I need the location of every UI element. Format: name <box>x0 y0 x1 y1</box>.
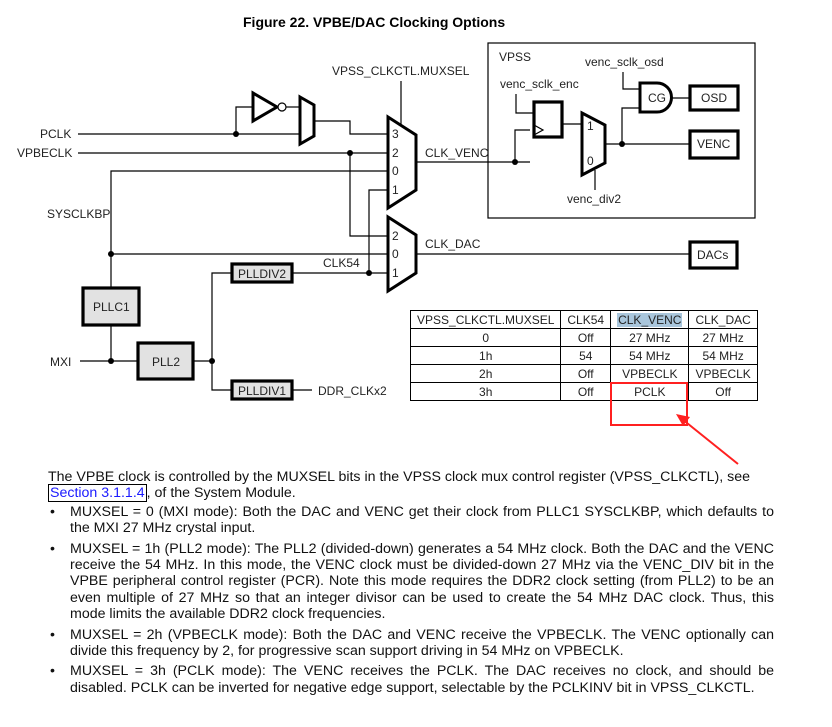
table-cell: Off <box>688 382 758 401</box>
description-text: The VPBE clock is controlled by the MUXS… <box>48 469 774 700</box>
dacs-block <box>688 240 739 270</box>
wire-pclk-mux-out <box>314 120 388 135</box>
vpss-boundary <box>487 42 756 219</box>
inverter-bubble <box>277 102 287 112</box>
pclk-invert-mux-icon <box>298 94 316 147</box>
wire-clk54-to-venc <box>368 189 388 273</box>
label-pclk: PCLK <box>40 127 71 141</box>
wire-inverter-in <box>235 106 253 134</box>
wire-ff-clk <box>514 129 530 162</box>
label-venc-sclk-osd: venc_sclk_osd <box>585 55 664 69</box>
plldiv2-block <box>230 262 294 284</box>
dac-mux-input-0: 0 <box>392 247 399 261</box>
junction-dot <box>366 270 372 276</box>
clocking-diagram: Figure 22. VPBE/DAC Clocking Options PCL… <box>17 14 756 401</box>
list-item: MUXSEL = 2h (VPBECLK mode): Both the DAC… <box>48 627 774 660</box>
pllc1-label: PLLC1 <box>93 300 130 314</box>
wire-sysclkbp <box>110 170 388 288</box>
label-ddr-clkx2: DDR_CLKx2 <box>318 384 387 398</box>
div2-mux-icon <box>580 110 607 178</box>
table-header: CLK_DAC <box>688 310 758 329</box>
intro-text-end: , of the System Module. <box>146 485 296 502</box>
clock-edge-icon <box>533 124 545 136</box>
cg-label: CG <box>648 91 666 105</box>
wire-venc-sclk-osd <box>622 72 640 90</box>
section-link[interactable]: Section 3.1.1.4 <box>48 484 147 503</box>
table-header: CLK54 <box>560 310 612 329</box>
inverter-icon <box>251 90 280 124</box>
dac-mux-icon <box>386 214 418 294</box>
pll2-label: PLL2 <box>152 355 180 369</box>
div2-mux-input-1: 1 <box>587 119 594 133</box>
table-cell: Off <box>560 364 612 383</box>
clock-gate-icon <box>638 81 673 114</box>
intro-paragraph: The VPBE clock is controlled by the MUXS… <box>48 469 774 503</box>
venc-mux-input-0: 0 <box>392 164 399 178</box>
list-item: MUXSEL = 1h (PLL2 mode): The PLL2 (divid… <box>48 541 774 623</box>
label-venc-sclk-enc: venc_sclk_enc <box>500 77 579 91</box>
muxsel-table: VPSS_CLKCTL.MUXSEL CLK54 CLK_VENC CLK_DA… <box>409 310 758 401</box>
wire-cg-clk <box>621 107 640 144</box>
dac-mux-input-1: 1 <box>392 266 399 280</box>
list-item: MUXSEL = 3h (PCLK mode): The VENC receiv… <box>48 663 774 696</box>
div2-mux-input-0: 0 <box>587 154 594 168</box>
table-cell: 0 <box>409 328 562 347</box>
label-vpbeclk: VPBECLK <box>17 146 72 160</box>
table-cell: 54 MHz <box>688 346 758 365</box>
table-cell: 3h <box>409 382 562 401</box>
table-row: 1h 54 54 MHz 54 MHz <box>409 346 758 365</box>
table-cell: 54 <box>560 346 612 365</box>
table-cell: Off <box>560 328 612 347</box>
figure-title: Figure 22. VPBE/DAC Clocking Options <box>243 14 505 30</box>
vpss-label: VPSS <box>499 50 531 64</box>
label-clk54: CLK54 <box>323 256 360 270</box>
intro-text: The VPBE clock is controlled by the MUXS… <box>48 469 751 485</box>
venc-mux-icon <box>386 114 418 211</box>
venc-mux-input-1: 1 <box>392 183 399 197</box>
table-cell: Off <box>560 382 612 401</box>
table-cell: 27 MHz <box>688 328 758 347</box>
table-cell: 54 MHz <box>610 346 690 365</box>
table-row: 2h Off VPBECLK VPBECLK <box>409 364 758 383</box>
table-row: 3h Off PCLK Off <box>409 382 758 401</box>
wire-pll2-branches <box>211 272 232 391</box>
label-sysclkbp: SYSCLKBP <box>47 207 110 221</box>
venc-block <box>688 129 740 160</box>
plldiv2-label: PLLDIV2 <box>238 267 286 281</box>
table-cell: 27 MHz <box>610 328 690 347</box>
osd-block <box>688 84 740 112</box>
flipflop-block <box>532 100 564 139</box>
pllc1-block <box>81 286 141 327</box>
wire-venc-sclk-enc <box>515 94 534 114</box>
venc-label: VENC <box>697 137 731 151</box>
table-cell: VPBECLK <box>688 364 758 383</box>
plldiv1-label: PLLDIV1 <box>238 384 286 398</box>
table-row: 0 Off 27 MHz 27 MHz <box>409 328 758 347</box>
table-header-highlighted: CLK_VENC <box>610 310 690 329</box>
table-header-row: VPSS_CLKCTL.MUXSEL CLK54 CLK_VENC CLK_DA… <box>409 310 758 329</box>
venc-mux-input-2: 2 <box>392 146 399 160</box>
table-header: VPSS_CLKCTL.MUXSEL <box>409 310 562 329</box>
list-item: MUXSEL = 0 (MXI mode): Both the DAC and … <box>48 504 774 537</box>
highlight: CLK_VENC <box>617 312 683 327</box>
table-cell: 2h <box>409 364 562 383</box>
table-cell: 1h <box>409 346 562 365</box>
label-venc-div2: venc_div2 <box>567 192 621 206</box>
muxsel-bullet-list: MUXSEL = 0 (MXI mode): Both the DAC and … <box>48 504 774 696</box>
osd-label: OSD <box>701 91 727 105</box>
table-cell: VPBECLK <box>610 364 690 383</box>
wire-vpbeclk-to-dac <box>349 153 388 237</box>
label-clk-dac: CLK_DAC <box>425 237 481 251</box>
table-cell: PCLK <box>610 382 690 401</box>
dacs-label: DACs <box>697 248 728 262</box>
label-clk-venc: CLK_VENC <box>425 146 489 160</box>
label-muxsel: VPSS_CLKCTL.MUXSEL <box>332 64 470 78</box>
venc-mux-input-3: 3 <box>392 127 399 141</box>
dac-mux-input-2: 2 <box>392 229 399 243</box>
label-mxi: MXI <box>50 355 71 369</box>
